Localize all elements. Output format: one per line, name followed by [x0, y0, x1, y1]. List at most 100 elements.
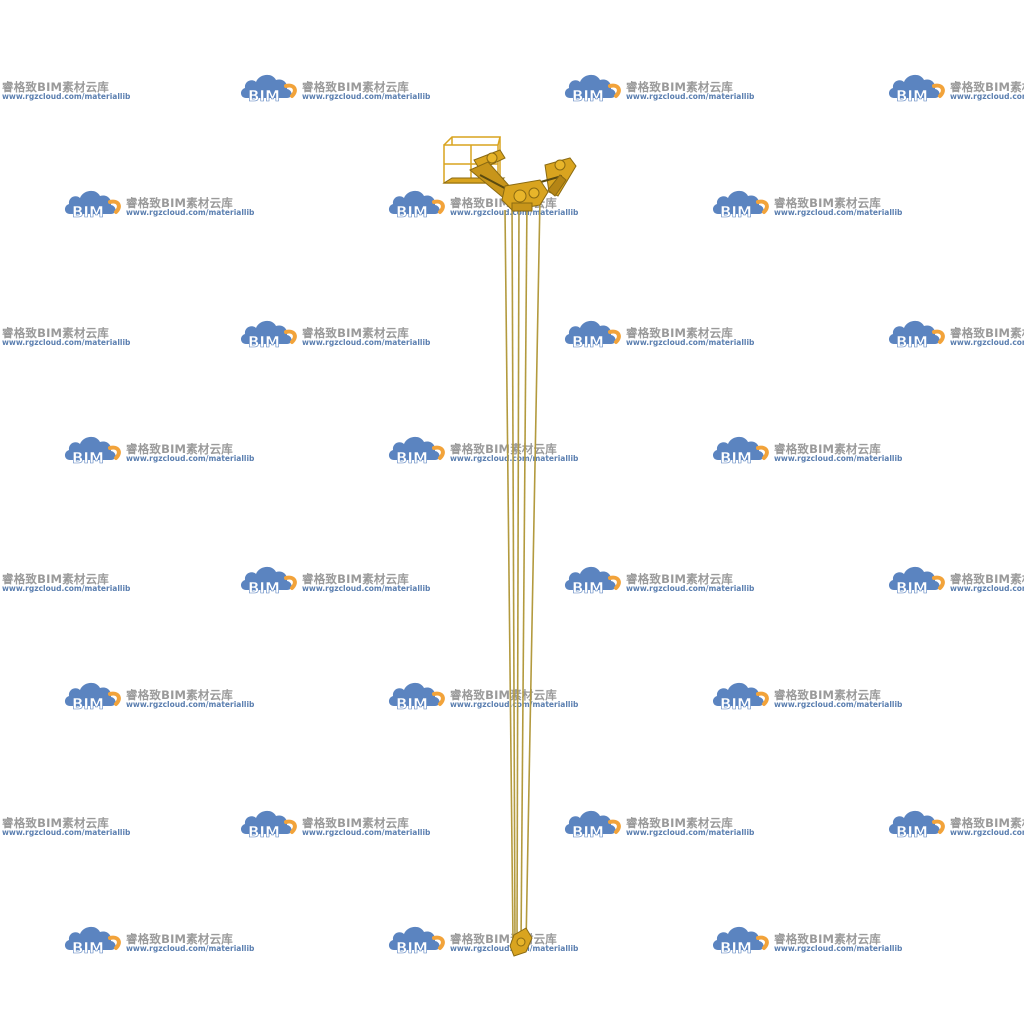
watermark-brand: BIM	[572, 333, 604, 350]
cloud-logo-icon: BIM	[388, 436, 445, 466]
watermark-url: www.rgzcloud.com/materiallib	[126, 700, 255, 709]
watermark-text: 睿格致BIM素材云库	[302, 816, 409, 830]
watermark-text: 睿格致BIM素材云库	[2, 80, 109, 94]
cloud-logo-icon: BIM	[240, 74, 297, 104]
cloud-logo-icon: BIM	[564, 74, 621, 104]
cloud-logo-icon: BIM	[240, 810, 297, 840]
watermark-text: 睿格致BIM素材云库	[774, 688, 881, 702]
watermark-text: 睿格致BIM素材云库	[626, 326, 733, 340]
watermark-url: www.rgzcloud.com/materiallib	[302, 92, 431, 101]
watermark-text: 睿格致BIM素材云库	[950, 80, 1024, 94]
watermark-url: www.rgzcloud.com/materiallib	[626, 828, 755, 837]
watermark-url: www.rgzcloud.com/materiallib	[950, 828, 1024, 837]
cloud-logo-icon: BIM	[240, 320, 297, 350]
watermark-brand: BIM	[396, 449, 428, 466]
watermark-text: 睿格致BIM素材云库	[2, 816, 109, 830]
cloud-logo-icon: BIM	[564, 566, 621, 596]
watermark-tile: BIM睿格致BIM素材云库www.rgzcloud.com/materialli…	[0, 562, 130, 596]
cable	[525, 197, 541, 946]
cloud-logo-icon: BIM	[564, 320, 621, 350]
cloud-logo-icon: BIM	[712, 682, 769, 712]
watermark-brand: BIM	[72, 939, 104, 956]
watermark-url: www.rgzcloud.com/materiallib	[126, 208, 255, 217]
watermark-url: www.rgzcloud.com/materiallib	[950, 338, 1024, 347]
watermark-url: www.rgzcloud.com/materiallib	[450, 454, 579, 463]
watermark-tile: BIM睿格致BIM素材云库www.rgzcloud.com/materialli…	[886, 806, 1024, 840]
cable	[520, 197, 528, 946]
watermark-url: www.rgzcloud.com/materiallib	[302, 338, 431, 347]
cloud-logo-icon: BIM	[888, 810, 945, 840]
watermark-url: www.rgzcloud.com/materiallib	[626, 92, 755, 101]
cable	[516, 197, 520, 946]
watermark-text: 睿格致BIM素材云库	[950, 326, 1024, 340]
watermark-brand: BIM	[720, 203, 752, 220]
watermark-text: 睿格致BIM素材云库	[626, 816, 733, 830]
watermark-brand: BIM	[720, 449, 752, 466]
watermark-brand: BIM	[248, 579, 280, 596]
watermark-text: 睿格致BIM素材云库	[126, 196, 233, 210]
watermark-tile: BIM 睿格致BIM素材云库www.rgzcloud.com/materialli…	[886, 562, 1024, 596]
watermark-text: 睿格致BIM素材云库	[2, 572, 109, 586]
watermark-text: 睿格致BIM素材云库	[302, 572, 409, 586]
watermark-text: 睿格致BIM素材云库	[302, 80, 409, 94]
watermark-text: 睿格致BIM素材云库	[450, 442, 557, 456]
watermark-text: 睿格致BIM素材云库	[774, 442, 881, 456]
cloud-logo-icon: BIM	[64, 682, 121, 712]
watermark-tile: BIM睿格致BIM素材云库www.rgzcloud.com/materialli…	[0, 806, 130, 840]
watermark-url: www.rgzcloud.com/materiallib	[2, 338, 131, 347]
watermark-text: 睿格致BIM素材云库	[626, 80, 733, 94]
cloud-logo-icon: BIM	[64, 926, 121, 956]
watermark-url: www.rgzcloud.com/materiallib	[126, 944, 255, 953]
watermark-brand: BIM	[248, 823, 280, 840]
watermark-brand: BIM	[248, 333, 280, 350]
cloud-logo-icon: BIM	[240, 566, 297, 596]
cloud-logo-icon: BIM	[564, 810, 621, 840]
cloud-logo-icon: BIM	[888, 74, 945, 104]
watermark-text: 睿格致BIM素材云库	[2, 326, 109, 340]
watermark-url: www.rgzcloud.com/materiallib	[950, 584, 1024, 593]
watermark-brand: BIM	[572, 823, 604, 840]
watermark-brand: BIM	[396, 203, 428, 220]
watermark-tile: BIM睿格致BIM素材云库www.rgzcloud.com/materialli…	[0, 70, 130, 104]
watermark-text: 睿格致BIM素材云库	[126, 442, 233, 456]
watermark-text: 睿格致BIM素材云库	[950, 572, 1024, 586]
cloud-logo-icon: BIM	[388, 682, 445, 712]
watermark-brand: BIM	[896, 333, 928, 350]
watermark-brand: BIM	[896, 823, 928, 840]
cable	[511, 199, 516, 946]
watermark-url: www.rgzcloud.com/materiallib	[302, 828, 431, 837]
watermark-url: www.rgzcloud.com/materiallib	[950, 92, 1024, 101]
watermark-url: www.rgzcloud.com/materiallib	[774, 208, 903, 217]
watermark-tile: BIM睿格致BIM素材云库www.rgzcloud.com/materialli…	[0, 316, 131, 350]
cable	[504, 209, 514, 941]
watermark-text: 睿格致BIM素材云库	[126, 688, 233, 702]
watermark-url: www.rgzcloud.com/materiallib	[450, 208, 579, 217]
watermark-brand: BIM	[720, 695, 752, 712]
watermark-url: www.rgzcloud.com/materiallib	[774, 454, 903, 463]
watermark-url: www.rgzcloud.com/materiallib	[774, 944, 903, 953]
watermark-brand: BIM	[72, 449, 104, 466]
cloud-logo-icon: BIM	[888, 566, 945, 596]
watermark-text: 睿格致BIM素材云库	[302, 326, 409, 340]
cloud-logo-icon: BIM	[388, 926, 445, 956]
watermark-brand: BIM	[572, 87, 604, 104]
watermark-brand: BIM	[896, 87, 928, 104]
watermark-tile: BIM 睿格致BIM素材云库www.rgzcloud.com/materialli…	[886, 316, 1024, 350]
hoist-block	[501, 179, 549, 212]
watermark-brand: BIM	[720, 939, 752, 956]
suspension-cables	[504, 197, 541, 946]
cloud-logo-icon: BIM	[64, 190, 121, 220]
